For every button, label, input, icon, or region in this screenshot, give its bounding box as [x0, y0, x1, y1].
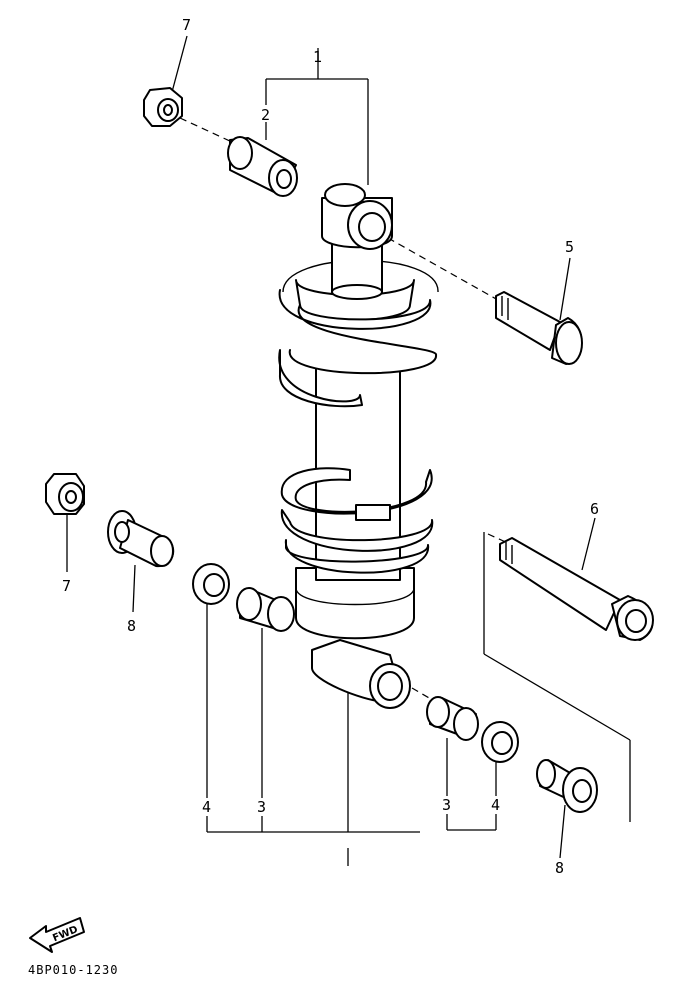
- collar-part-3-right: [426, 696, 479, 741]
- label-part-1: 1: [313, 48, 322, 66]
- fwd-arrow-icon: FWD: [29, 917, 85, 953]
- collar-part-2: [227, 136, 298, 197]
- collar-part-3-left: [236, 587, 295, 632]
- label-part-8-right: 8: [555, 859, 564, 877]
- shock-absorber: [278, 183, 439, 709]
- label-part-6: 6: [590, 500, 599, 518]
- nut-part-7-top: [143, 87, 183, 127]
- bushing-part-8-left: [107, 510, 175, 568]
- washer-part-4-left: [192, 563, 230, 605]
- label-part-2: 2: [261, 106, 270, 124]
- label-part-5: 5: [565, 238, 574, 256]
- bolt-part-5: [495, 291, 583, 365]
- label-part-8-left: 8: [127, 617, 136, 635]
- label-part-7-left: 7: [62, 577, 71, 595]
- leader-lines: [66, 35, 631, 866]
- part-labels: 1 2 7 5 6 7 8 4 3 3 4 8: [62, 16, 599, 877]
- alignment-axes: [179, 117, 511, 703]
- label-part-4-right: 4: [491, 796, 500, 814]
- drawing-code: 4BP010-1230: [28, 963, 118, 977]
- label-part-3-right: 3: [442, 796, 451, 814]
- label-part-4-left: 4: [202, 798, 211, 816]
- bolt-part-6: [499, 537, 654, 641]
- nut-part-7-left: [45, 473, 85, 515]
- washer-part-4-right: [481, 721, 519, 763]
- bushing-part-8-right: [536, 759, 598, 813]
- label-part-3-left: 3: [257, 798, 266, 816]
- label-part-7-top: 7: [182, 16, 191, 34]
